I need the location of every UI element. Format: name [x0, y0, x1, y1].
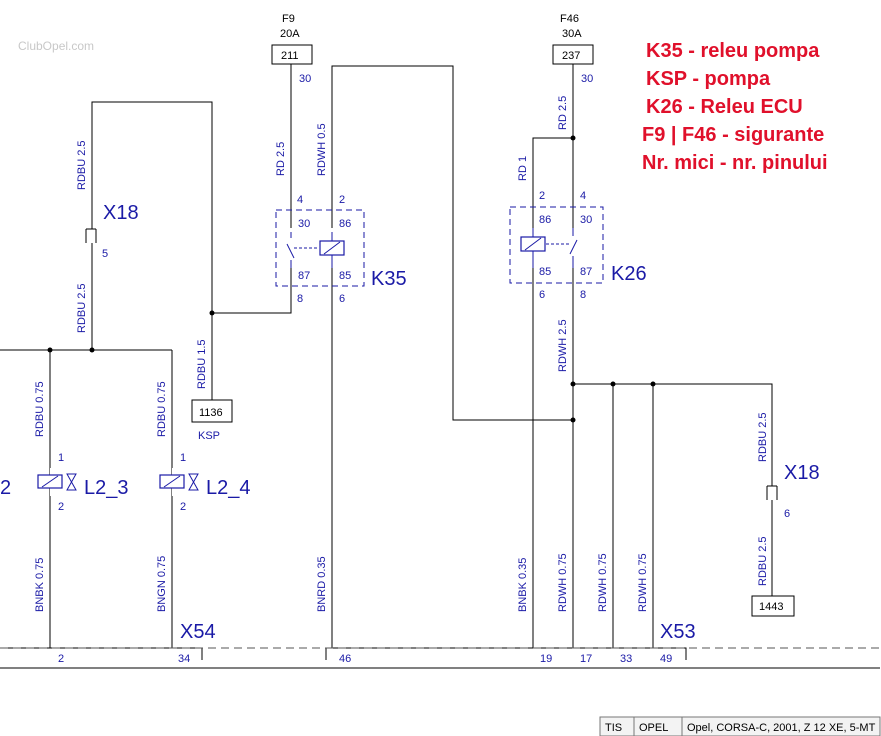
svg-text:RDWH 0.75: RDWH 0.75 — [597, 553, 609, 612]
svg-text:2: 2 — [0, 477, 11, 499]
svg-text:RDBU 2.5: RDBU 2.5 — [76, 140, 88, 190]
svg-text:BNBK 0.75: BNBK 0.75 — [34, 558, 46, 612]
svg-text:RDBU 0.75: RDBU 0.75 — [156, 381, 168, 437]
svg-text:30: 30 — [299, 73, 311, 85]
svg-text:RDBU 1.5: RDBU 1.5 — [196, 339, 208, 389]
svg-text:30: 30 — [580, 214, 592, 226]
status-app: TIS — [605, 722, 622, 734]
svg-text:RDBU 0.75: RDBU 0.75 — [34, 381, 46, 437]
svg-text:K26: K26 — [611, 263, 647, 285]
svg-text:17: 17 — [580, 653, 592, 665]
svg-text:BNRD 0.35: BNRD 0.35 — [316, 556, 328, 612]
status-brand: OPEL — [639, 722, 668, 734]
svg-text:RDWH 0.5: RDWH 0.5 — [316, 123, 328, 176]
svg-text:20A: 20A — [280, 28, 300, 40]
connector-x54: X54 2 34 — [58, 621, 216, 665]
svg-text:6: 6 — [784, 508, 790, 520]
relay-k26: 2 4 86 30 85 87 6 8 K26 — [509, 190, 647, 301]
svg-text:49: 49 — [660, 653, 672, 665]
svg-text:19: 19 — [540, 653, 552, 665]
svg-text:87: 87 — [298, 270, 310, 282]
svg-text:F9 | F46 - sigurante: F9 | F46 - sigurante — [642, 124, 824, 146]
svg-text:KSP: KSP — [198, 430, 220, 442]
wires — [0, 64, 880, 669]
box-1443: 1443 — [751, 595, 795, 617]
watermark: ClubOpel.com — [18, 39, 94, 53]
svg-text:RDWH 0.75: RDWH 0.75 — [637, 553, 649, 612]
injector-l2-3: 1 2 L2_3 — [37, 452, 129, 513]
svg-text:RDWH 2.5: RDWH 2.5 — [557, 319, 569, 372]
svg-text:87: 87 — [580, 266, 592, 278]
svg-text:RDBU 2.5: RDBU 2.5 — [757, 536, 769, 586]
wire-labels: RD 2.5 RDWH 0.5 RD 2.5 RD 1 RDBU 2.5 RDB… — [34, 96, 769, 612]
svg-text:85: 85 — [539, 266, 551, 278]
svg-text:RDBU 2.5: RDBU 2.5 — [76, 283, 88, 333]
svg-text:RD 1: RD 1 — [517, 156, 529, 181]
svg-text:RDBU 2.5: RDBU 2.5 — [757, 412, 769, 462]
svg-text:34: 34 — [178, 653, 190, 665]
fuse-f46: F46 30A 237 30 — [552, 13, 594, 85]
svg-text:2: 2 — [58, 501, 64, 513]
connector-x53: X53 46 19 17 33 49 — [339, 621, 696, 665]
svg-text:2: 2 — [180, 501, 186, 513]
svg-text:33: 33 — [620, 653, 632, 665]
svg-text:5: 5 — [102, 248, 108, 260]
svg-text:1: 1 — [180, 452, 186, 464]
svg-text:4: 4 — [297, 194, 303, 206]
svg-text:6: 6 — [339, 293, 345, 305]
svg-text:30A: 30A — [562, 28, 582, 40]
junction-dots — [47, 135, 656, 423]
svg-text:2: 2 — [339, 194, 345, 206]
injector-l2-4: 1 2 L2_4 — [159, 452, 251, 513]
svg-text:RD 2.5: RD 2.5 — [275, 142, 287, 176]
svg-text:1136: 1136 — [199, 407, 223, 419]
svg-text:F46: F46 — [560, 13, 579, 25]
svg-text:BNBK 0.35: BNBK 0.35 — [517, 558, 529, 612]
svg-text:L2_4: L2_4 — [206, 477, 251, 499]
svg-text:86: 86 — [539, 214, 551, 226]
svg-text:2: 2 — [539, 190, 545, 202]
svg-text:85: 85 — [339, 270, 351, 282]
svg-text:L2_3: L2_3 — [84, 477, 129, 499]
svg-text:30: 30 — [298, 218, 310, 230]
svg-text:K35 - releu pompa: K35 - releu pompa — [646, 40, 820, 62]
status-bar: TIS OPEL Opel, CORSA-C, 2001, Z 12 XE, 5… — [599, 716, 881, 736]
svg-text:Nr. mici - nr. pinului: Nr. mici - nr. pinului — [642, 152, 828, 174]
injector-l2-left: 2 — [0, 477, 11, 499]
svg-text:X18: X18 — [103, 202, 139, 224]
svg-text:X53: X53 — [660, 621, 696, 643]
svg-text:8: 8 — [580, 289, 586, 301]
svg-text:8: 8 — [297, 293, 303, 305]
svg-text:1: 1 — [58, 452, 64, 464]
svg-text:2: 2 — [58, 653, 64, 665]
svg-text:RDWH 0.75: RDWH 0.75 — [557, 553, 569, 612]
status-vehicle: Opel, CORSA-C, 2001, Z 12 XE, 5-MT — [687, 722, 876, 734]
relay-k35: 4 2 30 86 87 85 8 6 K35 — [275, 194, 407, 305]
connector-x18-right: X18 6 — [766, 462, 820, 520]
connector-x18-left: X18 5 — [85, 202, 139, 260]
svg-text:K35: K35 — [371, 268, 407, 290]
svg-text:F9: F9 — [282, 13, 295, 25]
svg-text:4: 4 — [580, 190, 586, 202]
svg-text:237: 237 — [562, 50, 580, 62]
svg-text:6: 6 — [539, 289, 545, 301]
svg-text:1443: 1443 — [759, 601, 783, 613]
pump-ksp: 1136 KSP — [191, 399, 233, 442]
svg-text:KSP - pompa: KSP - pompa — [646, 68, 771, 90]
svg-text:X18: X18 — [784, 462, 820, 484]
svg-text:K26 - Releu ECU: K26 - Releu ECU — [646, 96, 803, 118]
fuse-f9: F9 20A 211 30 — [271, 13, 313, 85]
legend: K35 - releu pompa KSP - pompa K26 - Rele… — [642, 40, 828, 174]
svg-text:30: 30 — [581, 73, 593, 85]
svg-text:86: 86 — [339, 218, 351, 230]
svg-text:46: 46 — [339, 653, 351, 665]
svg-text:RD 2.5: RD 2.5 — [557, 96, 569, 130]
svg-text:BNGN 0.75: BNGN 0.75 — [156, 556, 168, 612]
svg-text:211: 211 — [281, 50, 299, 62]
svg-text:X54: X54 — [180, 621, 216, 643]
